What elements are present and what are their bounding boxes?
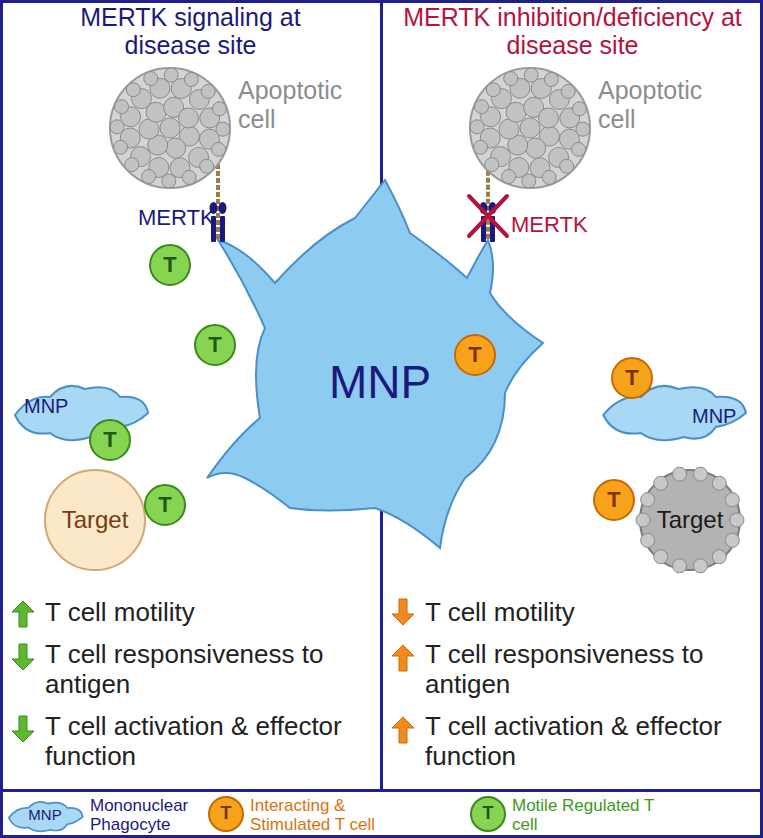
legend-t-orange [209,797,243,831]
effect-item: T cell motility [425,598,755,628]
mnp-label: MNP [692,405,736,427]
target-cell: Target [638,468,742,572]
t-cell-green: T [193,323,237,367]
t-cell-label: T [607,488,620,513]
legend-divider [0,789,763,792]
receptor-label: MERTK [138,205,214,230]
t-cell-orange: T [592,478,636,522]
down-arrow [12,716,34,742]
effect-item: T cell activation & effector function [425,712,755,772]
up-arrow [12,601,34,627]
t-cell-label: T [158,493,171,518]
t-cell-label: T [163,253,176,278]
down-arrow [12,644,34,670]
legend-mnp-sample [9,802,83,831]
cell-label: Apoptotic cell [238,76,360,134]
down-arrow [392,599,414,625]
t-cell-label: T [103,428,116,453]
target-label: Target [657,507,724,534]
legend-text: Mononuclear Phagocyte [90,797,215,834]
mnp-large: MNP [205,178,545,550]
shape-outline [468,66,592,190]
ligand-connector [486,171,490,240]
up-arrow [392,717,414,743]
t-cell-green: T [88,418,132,462]
legend-text: Interacting & Stimulated T cell [250,797,420,834]
t-cell-green: T [143,483,187,527]
mnp-label: MNP [329,357,431,409]
effect-item: T cell responsiveness to antigen [45,640,375,700]
panel-title: MERTK signaling at disease site [66,4,316,59]
shape-outline [108,66,232,190]
panel-title: MERTK inhibition/deficiency at disease s… [384,4,761,59]
legend-sample-text: T [471,803,505,824]
legend-sample-text: T [209,803,243,824]
t-cell-green: T [148,243,192,287]
t-cell-orange: T [453,333,497,377]
effect-item: T cell motility [45,598,375,628]
mnp-label: MNP [24,395,68,417]
t-cell-orange: T [610,356,654,400]
t-cell-label: T [208,333,221,358]
inhibition-cross [469,196,507,236]
apoptotic-cell: Apoptotic cell [108,66,232,190]
up-arrow [392,645,414,671]
legend-sample-text: MNP [10,806,80,823]
left-arrows [12,601,34,742]
receptor-label: MERTK [511,212,591,237]
ligand-connector [216,164,220,240]
apoptotic-cell: Apoptotic cell [468,66,592,190]
effect-item: T cell activation & effector function [45,712,375,772]
target-label: Target [62,507,129,534]
legend-t-green [471,797,505,831]
right-arrows [392,599,414,743]
t-cell-label: T [625,366,638,391]
cell-label: Apoptotic cell [598,76,720,134]
target-cell: Target [43,468,147,572]
effect-item: T cell responsiveness to antigen [425,640,755,700]
legend-text: Motile Regulated T cell [512,797,682,834]
t-cell-label: T [468,343,481,368]
mertk-receptor [480,202,497,242]
